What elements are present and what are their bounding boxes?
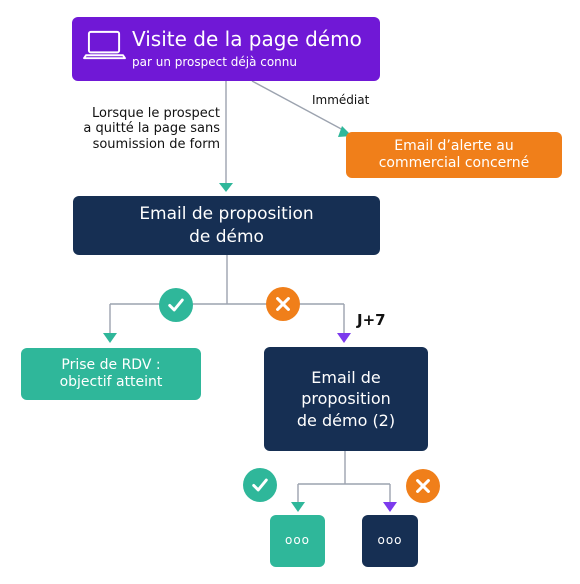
- demo-proposal-line-2: de démo: [189, 226, 264, 247]
- laptop-icon: [83, 30, 126, 60]
- condition-line-1: Lorsque le prospect: [92, 106, 220, 121]
- meeting-booked-line-1: Prise de RDV :: [61, 356, 161, 373]
- connector-email-branches: [103, 255, 351, 343]
- second-demo-proposal-email-node: Email de proposition de démo (2): [264, 347, 428, 451]
- condition-line-3: soumission de form: [92, 136, 220, 152]
- second-demo-proposal-line-3: de démo (2): [296, 410, 396, 430]
- success-follow-up-text: ooo: [284, 533, 311, 548]
- connector-visit-to-email: [219, 81, 233, 192]
- condition-label: Lorsque le prospect a quitté la page san…: [18, 106, 220, 152]
- failure-x-icon: [266, 287, 300, 321]
- immediate-label: Immédiat: [312, 93, 370, 107]
- sales-alert-line-1: Email d’alerte au: [394, 137, 514, 154]
- connector-second-email-branches: [291, 451, 397, 512]
- second-demo-proposal-line-1: Email de: [311, 367, 381, 387]
- trigger-title: Visite de la page démo: [132, 27, 362, 52]
- second-success-check-icon: [243, 468, 277, 502]
- failure-follow-up-text: ooo: [377, 533, 403, 548]
- demo-proposal-line-1: Email de proposition: [139, 203, 314, 224]
- failure-follow-up-node: ooo: [362, 515, 418, 567]
- success-follow-up-node: ooo: [270, 515, 325, 567]
- second-demo-proposal-line-2: proposition: [301, 389, 391, 409]
- condition-line-2: a quitté la page sans: [83, 121, 220, 137]
- connector-visit-to-alert: [251, 80, 352, 137]
- demo-page-visit-trigger: Visite de la page démo par un prospect d…: [72, 17, 380, 81]
- sales-alert-line-2: commercial concerné: [378, 155, 530, 171]
- sales-alert-email-node: Email d’alerte au commercial concerné: [346, 132, 562, 178]
- trigger-subtitle: par un prospect déjà connu: [132, 55, 297, 70]
- delay-label: J+7: [357, 311, 386, 329]
- meeting-booked-line-2: objectif atteint: [59, 374, 163, 390]
- demo-proposal-email-node: Email de proposition de démo: [73, 196, 380, 255]
- second-failure-x-icon: [406, 469, 440, 503]
- success-check-icon: [159, 288, 193, 322]
- meeting-booked-node: Prise de RDV : objectif atteint: [21, 348, 201, 400]
